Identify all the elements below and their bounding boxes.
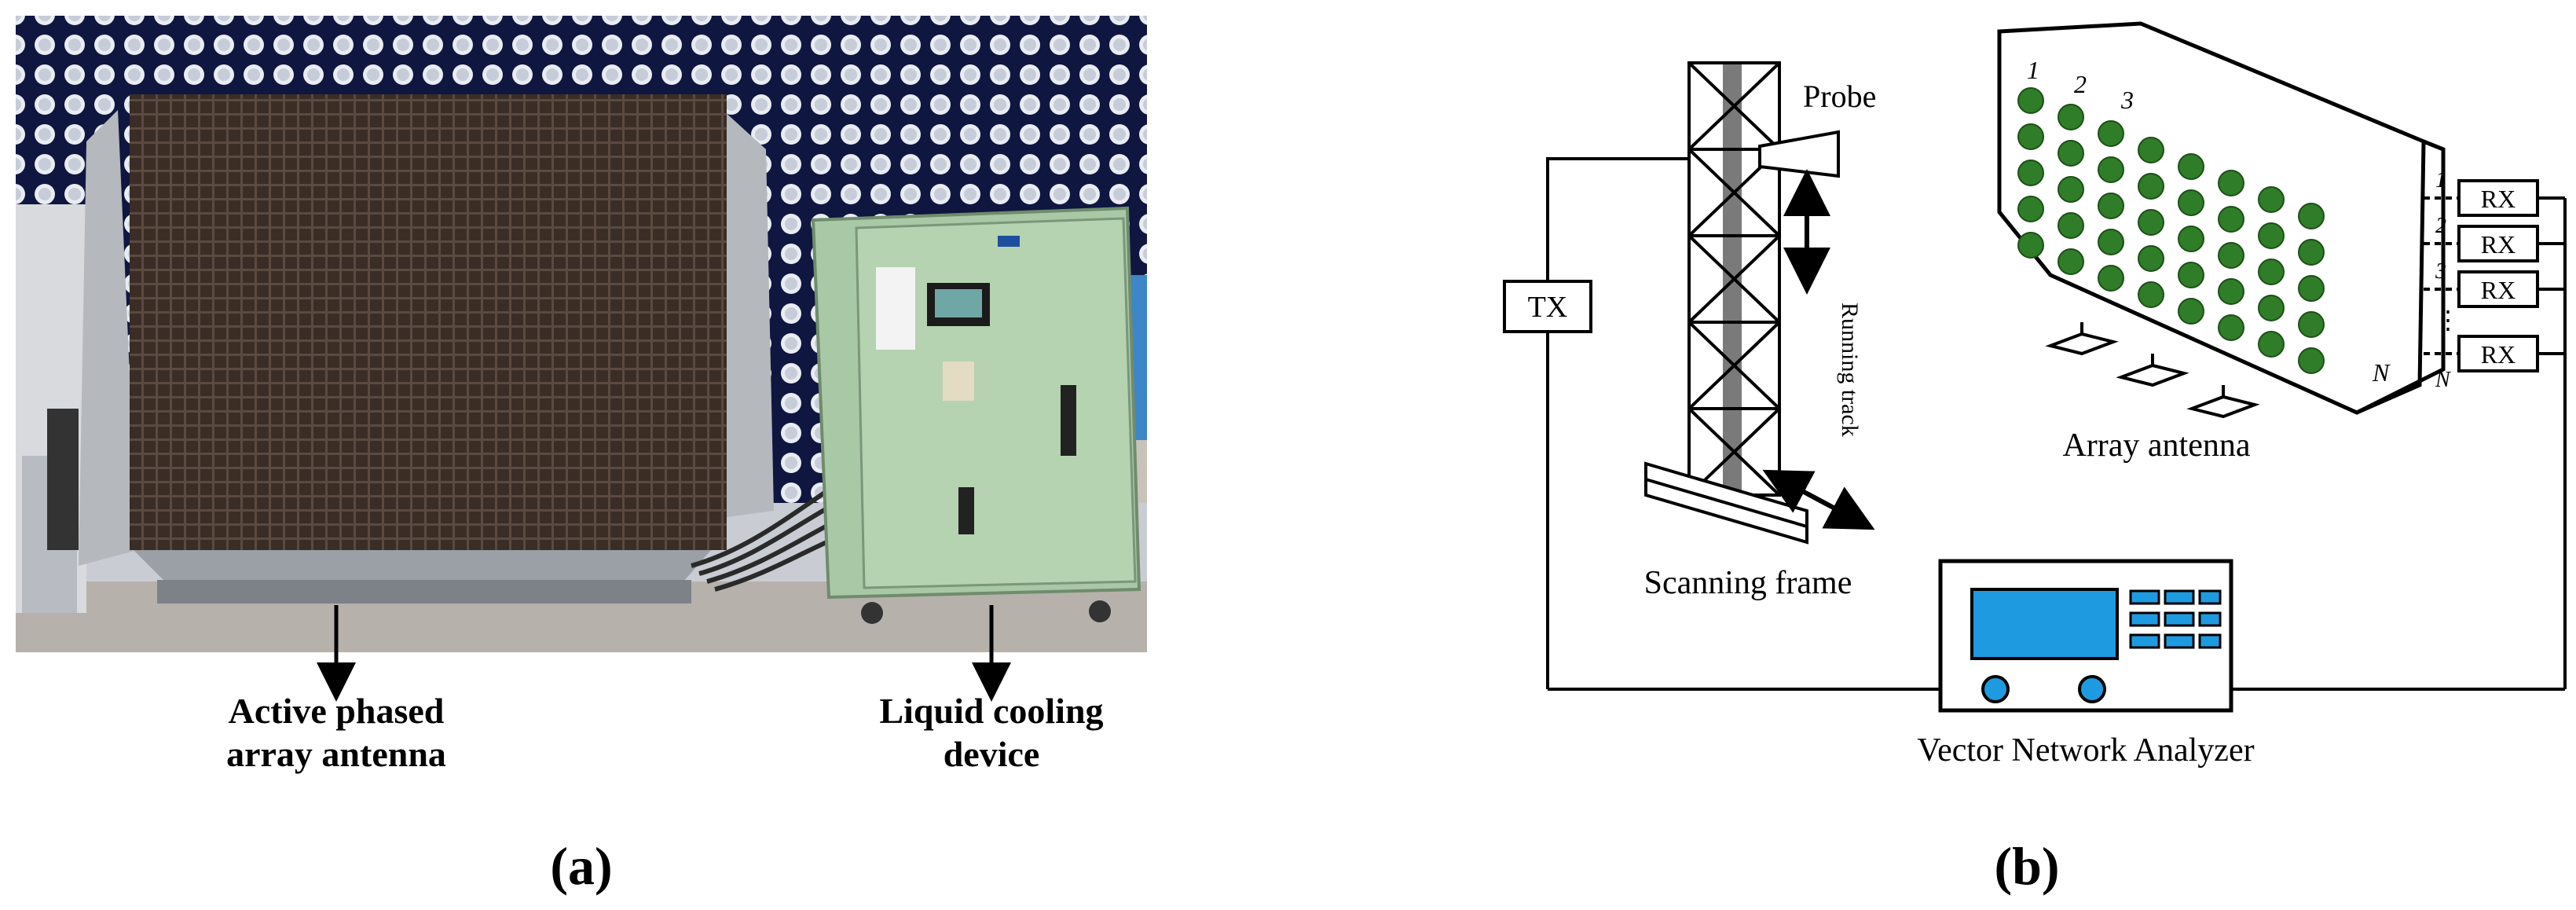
element-index-1: 1 (2027, 56, 2039, 84)
element-index-n: N (2372, 358, 2391, 387)
vna-port-1 (1981, 675, 2010, 703)
caption-b: (b) (1994, 836, 2059, 896)
vna-keypad (2129, 589, 2222, 649)
rx-box (2457, 270, 2539, 308)
array-element (2017, 196, 2044, 222)
rx-ellipsis: ⋮ (2435, 306, 2461, 334)
array-element (2178, 189, 2204, 216)
panel-a: Active phased array antenna Liquid cooli… (16, 16, 1147, 896)
array-element (2098, 156, 2124, 183)
array-element (2058, 212, 2084, 239)
scanning-frame-label: Scanning frame (1644, 565, 1852, 601)
rx-label: RX (2481, 185, 2516, 213)
array-element (2218, 314, 2244, 341)
array-element (2017, 87, 2044, 114)
array-element (2298, 239, 2325, 266)
array-element (2058, 104, 2084, 130)
array-element (2138, 209, 2164, 236)
array-element (2098, 120, 2124, 147)
array-element (2178, 262, 2204, 288)
array-antenna: 1 2 3 N (1997, 21, 2446, 419)
array-element (2058, 176, 2084, 203)
array-element (2258, 295, 2285, 321)
array-element (2178, 153, 2204, 180)
rx-index: 1 (2435, 168, 2446, 193)
array-element (2138, 173, 2164, 200)
array-element (2178, 226, 2204, 252)
array-element (2017, 232, 2044, 259)
label-cooling-line2: device (944, 734, 1040, 774)
array-element (2258, 222, 2285, 249)
vector-network-analyzer (1938, 559, 2233, 713)
array-element (2258, 186, 2285, 213)
tx-label: TX (1528, 291, 1568, 324)
array-element (2298, 275, 2325, 302)
label-antenna-line1: Active phased (229, 691, 445, 731)
probe-horn (1758, 130, 1840, 178)
probe-label: Probe (1803, 79, 1876, 114)
array-element (2298, 203, 2325, 229)
array-element (2258, 259, 2285, 285)
array-element (2017, 123, 2044, 150)
array-element (2138, 245, 2164, 272)
array-element (2017, 160, 2044, 186)
photo-antenna-setup (16, 16, 1147, 652)
array-element (2098, 193, 2124, 219)
array-element (2098, 229, 2124, 255)
rx-label: RX (2481, 340, 2516, 369)
label-antenna-line2: array antenna (226, 734, 446, 774)
array-element (2178, 298, 2204, 325)
array-element (2218, 242, 2244, 269)
vna-screen (1970, 588, 2119, 660)
rx-label: RX (2481, 276, 2516, 304)
vna-port-2 (2078, 675, 2106, 703)
array-element (2098, 265, 2124, 292)
scanning-frame-tower (1644, 61, 1808, 545)
array-element (2058, 140, 2084, 167)
rx-index: 3 (2435, 259, 2446, 284)
panel-b: TX Probe (1503, 21, 2567, 896)
array-element (2138, 137, 2164, 163)
array-element (2298, 347, 2325, 374)
element-index-2: 2 (2074, 70, 2087, 98)
tx-box (1503, 280, 1592, 333)
rx-index: N (2435, 368, 2451, 392)
array-element (2218, 278, 2244, 305)
array-element (2298, 311, 2325, 338)
rx-label: RX (2481, 230, 2516, 259)
array-element (2058, 248, 2084, 275)
array-element (2218, 206, 2244, 233)
array-element (2218, 170, 2244, 196)
label-cooling-line1: Liquid cooling (879, 691, 1103, 731)
rx-box (2457, 335, 2539, 372)
rx-box (2457, 179, 2539, 217)
rx-index: 2 (2435, 214, 2446, 238)
array-element (2258, 331, 2285, 358)
vna-label: Vector Network Analyzer (1917, 732, 2254, 769)
array-element (2138, 281, 2164, 308)
rx-box (2457, 225, 2539, 262)
caption-a: (a) (550, 836, 612, 896)
array-elements (2017, 87, 2325, 374)
array-antenna-label: Array antenna (2062, 427, 2250, 464)
running-track-label: Running track (1837, 303, 1863, 437)
element-index-3: 3 (2120, 86, 2134, 114)
